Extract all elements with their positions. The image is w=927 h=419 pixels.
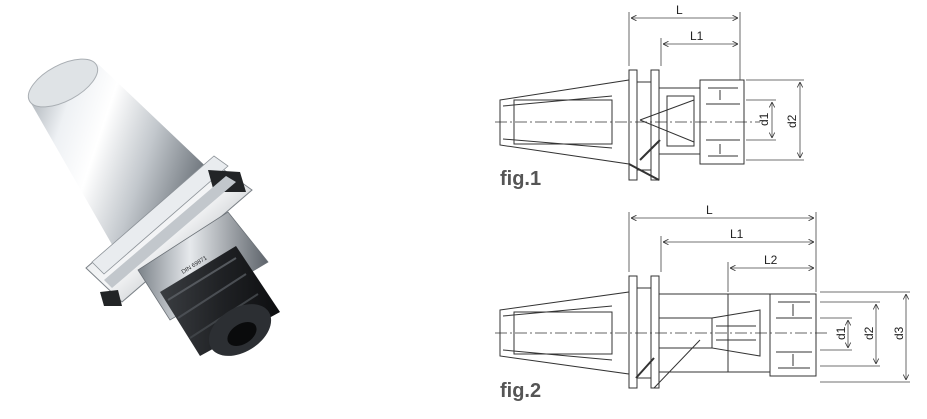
- collet-nut: [160, 246, 280, 356]
- fig1-dim-d1: d1: [757, 112, 771, 126]
- figure-2: [495, 275, 830, 389]
- flange: [85, 155, 253, 306]
- figure-1: [495, 69, 760, 181]
- fig1-dim-L: L: [676, 3, 683, 17]
- fig2-dim-L2: L2: [764, 253, 778, 267]
- fig2-dim-d2: d2: [862, 326, 876, 340]
- fig1-dim-L1: L1: [690, 29, 704, 43]
- fig2-dim-L: L: [706, 203, 713, 217]
- fig2-label: fig.2: [500, 380, 542, 402]
- figure-2-dimensions: [628, 212, 910, 383]
- technical-drawing: L L1 d1 d2: [495, 3, 910, 389]
- fig2-dim-d3: d3: [892, 326, 906, 340]
- figure-1-dimensions: [628, 12, 804, 161]
- fig2-dim-d1: d1: [834, 326, 848, 340]
- fig2-dim-L1: L1: [730, 227, 744, 241]
- toolholder-photo: DIN 69871: [27, 58, 280, 356]
- fig1-label: fig.1: [500, 168, 542, 190]
- fig1-dim-d2: d2: [785, 114, 799, 128]
